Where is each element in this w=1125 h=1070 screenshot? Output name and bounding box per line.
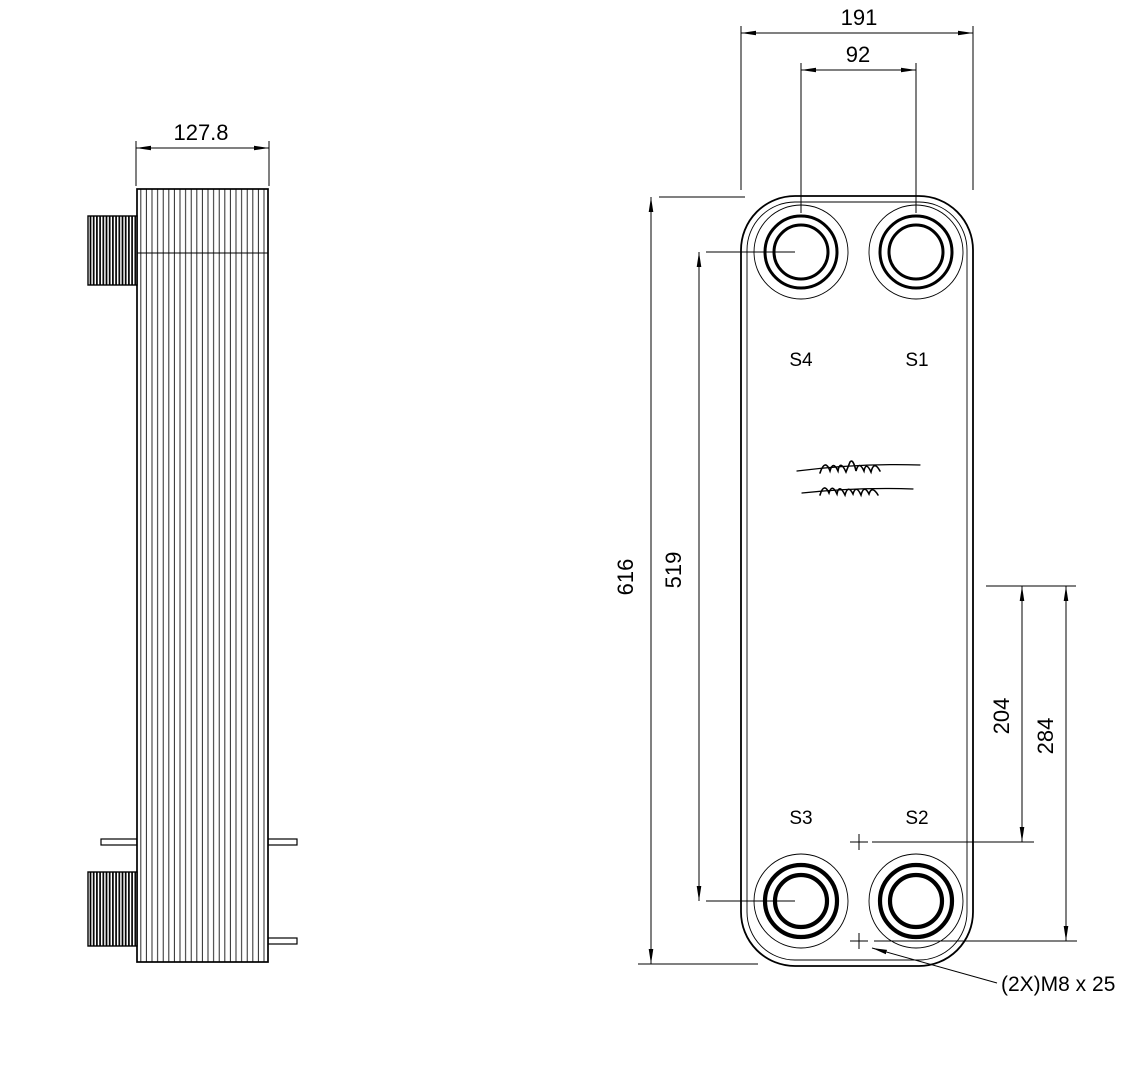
dim-depth bbox=[135, 141, 270, 186]
side-view bbox=[87, 188, 298, 963]
stud-pin-lower-right bbox=[267, 937, 298, 945]
dim-port-spacing-h-label: 92 bbox=[846, 42, 870, 67]
port-label-s2: S2 bbox=[905, 808, 928, 829]
port-label-s1: S1 bbox=[905, 350, 928, 371]
dim-port-spacing-v bbox=[696, 251, 795, 902]
logo-strike-bottom bbox=[801, 487, 914, 494]
dim-height-label: 616 bbox=[613, 559, 638, 596]
dim-depth-label: 127.8 bbox=[173, 120, 228, 145]
note-studs: (2X)M8 x 25 bbox=[1001, 973, 1115, 996]
dim-stud-upper-label: 204 bbox=[989, 698, 1014, 735]
dim-height bbox=[638, 196, 758, 965]
logo-strike-top bbox=[796, 464, 921, 472]
connector-bottom bbox=[87, 871, 138, 947]
alfa-laval-logo bbox=[796, 460, 921, 498]
port-outer-ring bbox=[878, 214, 954, 290]
dim-studs bbox=[872, 585, 1077, 942]
stud-mark-upper bbox=[850, 834, 868, 850]
front-body-inner-outline bbox=[746, 201, 968, 961]
dim-width bbox=[740, 26, 974, 190]
stud-mark-lower bbox=[850, 933, 868, 949]
dim-width-label: 191 bbox=[841, 5, 878, 30]
port-label-s3: S3 bbox=[789, 808, 812, 829]
port-label-s4: S4 bbox=[789, 350, 813, 371]
stud-pin-upper-left bbox=[100, 838, 138, 846]
dim-port-spacing-h bbox=[800, 63, 917, 213]
plate-pack-body bbox=[136, 188, 269, 963]
dim-port-spacing-v-label: 519 bbox=[661, 552, 686, 589]
port-s2 bbox=[868, 853, 964, 949]
connector-top bbox=[87, 215, 138, 286]
dim-stud-lower-label: 284 bbox=[1033, 718, 1058, 755]
port-outer-ring bbox=[877, 862, 955, 940]
note-leader-line bbox=[871, 947, 998, 984]
port-inner-ring bbox=[887, 872, 945, 930]
front-view bbox=[740, 195, 974, 967]
logo-word-top bbox=[819, 460, 881, 475]
port-inner-ring bbox=[887, 223, 945, 281]
stud-pin-upper-right bbox=[267, 838, 298, 846]
front-body-outline bbox=[740, 195, 974, 967]
port-flange-circle bbox=[868, 853, 964, 949]
